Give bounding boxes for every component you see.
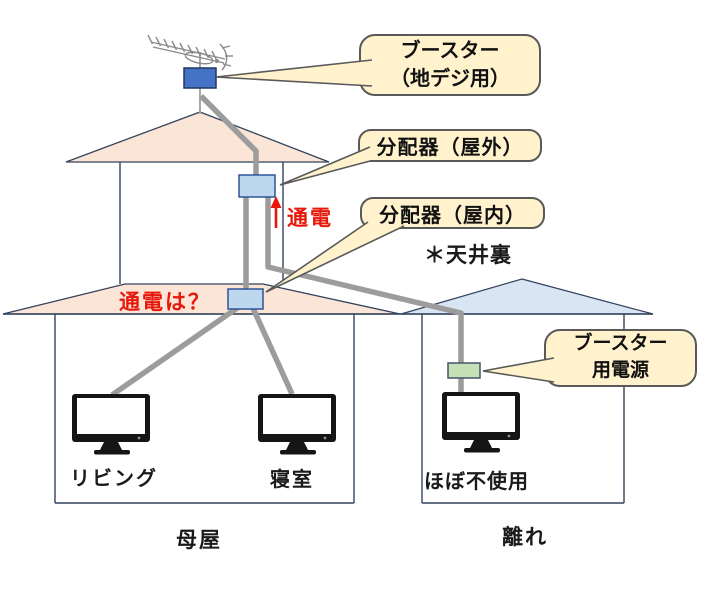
splitter-outdoor-box [238, 174, 276, 198]
callout-booster-antenna-line1: ブースター [400, 40, 500, 62]
cable-indoor-splitter-to-bedroom-tv [249, 304, 295, 396]
cable-indoor-splitter-to-living-tv [110, 303, 242, 398]
callout-splitter-outdoor: 分配器（屋外） [358, 129, 542, 162]
callout-booster-power-line1: ブースター [573, 333, 668, 355]
power-on-label: 通電 [287, 207, 333, 230]
splitter-indoor-box [227, 288, 264, 310]
callout-splitter-indoor: 分配器（屋内） [360, 197, 545, 229]
building-label-detached: 離れ [502, 526, 548, 549]
callout-booster-power: ブースター 用電源 [544, 329, 697, 387]
cable-antenna-to-outdoor-splitter [199, 94, 259, 176]
callout-booster-antenna-line2: （地デジ用） [390, 68, 510, 90]
booster-power-box [447, 362, 481, 379]
room-label-unused: ほぼ不使用 [424, 471, 529, 493]
attic-note-label: ＊天井裏 [424, 244, 512, 267]
tv-detached-icon [442, 392, 520, 453]
tv-bedroom-icon [258, 394, 336, 455]
callout-splitter-outdoor-label: 分配器（屋外） [376, 137, 524, 159]
booster-box [183, 67, 217, 89]
upper-roof [65, 111, 330, 163]
antenna-icon [147, 34, 233, 114]
room-label-bedroom: 寝室 [270, 469, 314, 491]
callout-splitter-indoor-label: 分配器（屋内） [379, 204, 526, 227]
power-question-label: 通電は？ [119, 291, 211, 314]
callout-booster-power-line2: 用電源 [591, 360, 649, 381]
room-label-living: リビング [70, 468, 158, 490]
building-label-main-house: 母屋 [176, 529, 222, 552]
power-up-arrow-icon [270, 196, 282, 228]
callout-booster-antenna: ブースター （地デジ用） [359, 34, 541, 96]
tv-living-icon [72, 394, 150, 455]
